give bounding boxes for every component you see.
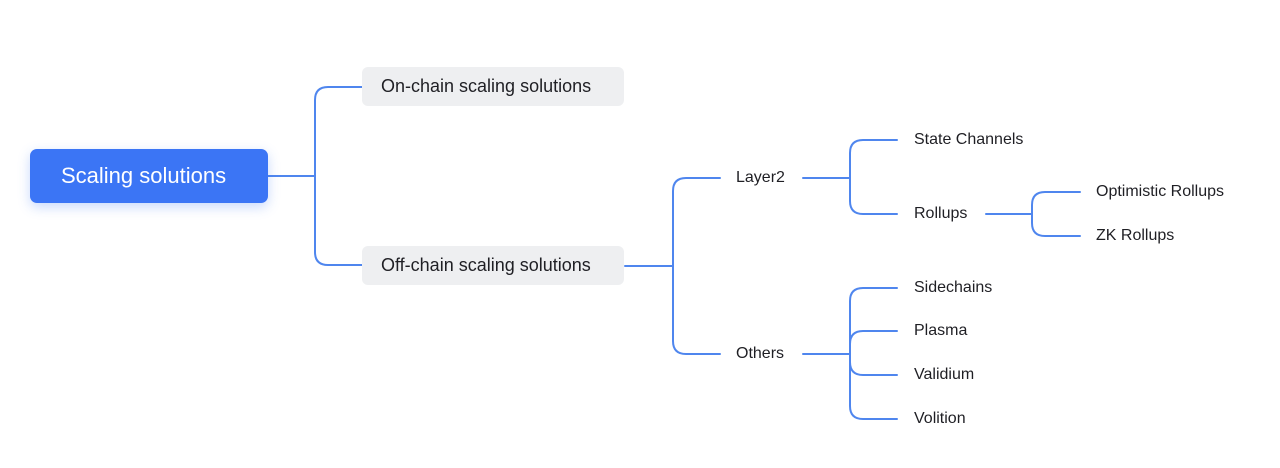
connector-off-chain — [624, 177, 721, 355]
optimistic-rollups-node[interactable]: Optimistic Rollups — [1096, 183, 1225, 200]
connector-others — [802, 287, 898, 420]
layer2-node[interactable]: Layer2 — [736, 169, 785, 186]
connector-layer2 — [802, 139, 898, 215]
root-node[interactable]: Scaling solutions — [30, 149, 268, 203]
volition-node[interactable]: Volition — [914, 410, 966, 427]
others-node[interactable]: Others — [736, 345, 785, 362]
state-channels-node[interactable]: State Channels — [914, 131, 1024, 148]
plasma-node[interactable]: Plasma — [914, 322, 968, 339]
connector-rollups — [985, 191, 1081, 237]
on-chain-node[interactable]: On-chain scaling solutions — [362, 67, 624, 106]
connector-root — [267, 86, 363, 266]
zk-rollups-node[interactable]: ZK Rollups — [1096, 227, 1175, 244]
rollups-node[interactable]: Rollups — [914, 205, 968, 222]
sidechains-node[interactable]: Sidechains — [914, 279, 993, 296]
validium-node[interactable]: Validium — [914, 366, 975, 383]
off-chain-node[interactable]: Off-chain scaling solutions — [362, 246, 624, 285]
